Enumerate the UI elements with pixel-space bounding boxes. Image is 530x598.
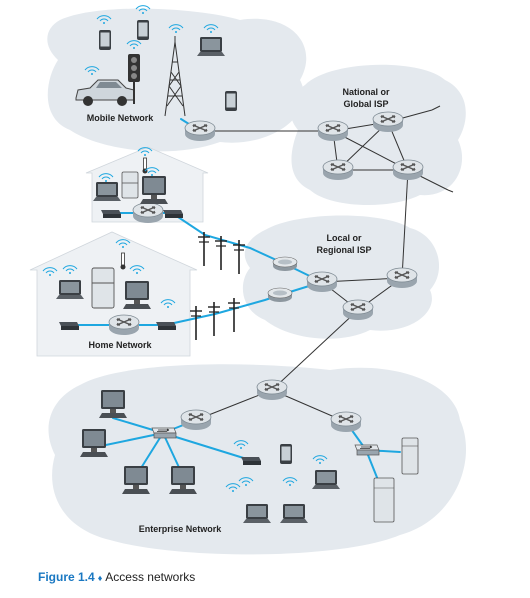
national-isp-label-line1: National or bbox=[342, 87, 390, 97]
figure-caption: Figure 1.4♦Access networks bbox=[38, 570, 195, 584]
mobile-network-label: Mobile Network bbox=[86, 113, 154, 123]
national-isp-label-line2: Global ISP bbox=[343, 99, 389, 109]
home-network-devices bbox=[42, 239, 176, 330]
national-isp-cloud bbox=[290, 64, 466, 206]
mobile-devices bbox=[75, 5, 237, 117]
isp-external-links bbox=[431, 105, 454, 193]
enterprise-devices bbox=[80, 390, 419, 523]
local-isp-label-line1: Local or bbox=[326, 233, 362, 243]
utility-poles bbox=[189, 231, 246, 341]
local-isp-label-line2: Regional ISP bbox=[316, 245, 372, 255]
figure-title: Access networks bbox=[105, 570, 196, 584]
local-isp-cloud bbox=[242, 215, 440, 339]
enterprise-network-label: Enterprise Network bbox=[138, 524, 222, 534]
figure-number: Figure 1.4 bbox=[38, 570, 95, 584]
caption-separator-icon: ♦ bbox=[97, 573, 103, 583]
home-network-label: Home Network bbox=[88, 340, 152, 350]
top-home-devices bbox=[93, 147, 183, 218]
